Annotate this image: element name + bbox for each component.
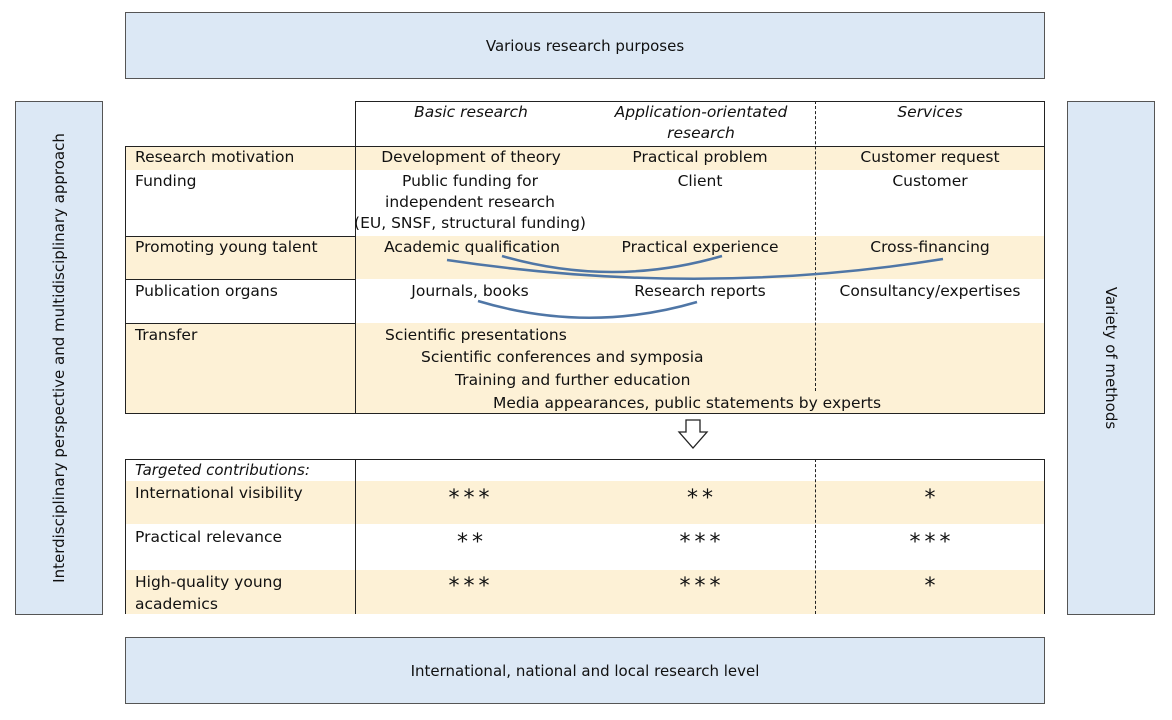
stars-young-basic: *** (448, 574, 494, 599)
cell-talent-app: Practical experience (621, 238, 779, 256)
cell-publication-basic: Journals, books (411, 282, 529, 300)
arc-journals-to-reports (477, 299, 698, 319)
transfer-item-4: Media appearances, public statements by … (493, 394, 882, 412)
cell-motivation-app: Practical problem (632, 148, 768, 166)
stars-young-app: *** (679, 574, 725, 599)
row-divider-1 (125, 236, 356, 237)
upper-table-header-line (125, 146, 1045, 147)
col-header-basic: Basic research (414, 103, 528, 121)
lower-table-left-line (125, 459, 126, 614)
cell-publication-app: Research reports (634, 282, 766, 300)
stars-visibility-basic: *** (448, 486, 494, 511)
arc-academic-to-practical (501, 254, 723, 274)
cell-publication-services: Consultancy/expertises (839, 282, 1021, 300)
row-label-transfer: Transfer (135, 326, 198, 344)
row-label-motivation: Research motivation (135, 148, 295, 166)
cell-funding-basic-line2: independent research (385, 193, 555, 211)
down-arrow-icon (677, 419, 709, 449)
lower-services-divider (815, 459, 816, 614)
cell-funding-basic-line3: (EU, SNSF, structural funding) (354, 214, 586, 232)
stars-relevance-app: *** (679, 530, 725, 555)
transfer-item-1: Scientific presentations (385, 326, 567, 344)
band-transfer (125, 323, 1045, 413)
col-header-app-line2: research (667, 124, 735, 142)
cell-funding-app: Client (677, 172, 723, 190)
transfer-item-3: Training and further education (455, 371, 691, 389)
cell-funding-basic-line1: Public funding for (402, 172, 538, 190)
cell-funding-services: Customer (892, 172, 968, 190)
services-column-divider (815, 101, 816, 391)
right-box: Variety of methods (1067, 101, 1155, 615)
col-header-services: Services (897, 103, 963, 121)
left-box: Interdisciplinary perspective and multid… (15, 101, 103, 615)
cell-motivation-basic: Development of theory (381, 148, 561, 166)
contrib-label-young-line1: High-quality young (135, 573, 283, 591)
lower-table-top-line (125, 459, 1045, 460)
band-motivation (125, 146, 1045, 170)
contrib-label-young-line2: academics (135, 595, 218, 613)
col-header-app-line1: Application-orientated (614, 103, 788, 121)
bottom-box: International, national and local resear… (125, 637, 1045, 704)
upper-table-top-line (355, 101, 1045, 102)
band-contrib-3 (125, 570, 1045, 614)
upper-table-bottom-line (125, 413, 1045, 414)
row-label-talent: Promoting young talent (135, 238, 318, 256)
lower-table-right-line (1044, 459, 1045, 614)
lower-table-label-divider (355, 459, 356, 614)
top-box: Various research purposes (125, 12, 1045, 79)
upper-table-label-divider (355, 101, 356, 414)
stars-visibility-app: ** (687, 486, 717, 511)
cell-talent-basic: Academic qualification (384, 238, 560, 256)
row-divider-2 (125, 279, 356, 280)
arc-academic-to-crossfinancing (446, 257, 944, 280)
bottom-box-label: International, national and local resear… (410, 661, 760, 680)
cell-motivation-services: Customer request (860, 148, 1000, 166)
contrib-label-visibility: International visibility (135, 484, 303, 502)
upper-table-left-line (125, 146, 126, 414)
contributions-heading: Targeted contributions: (135, 461, 310, 479)
row-divider-3 (125, 323, 356, 324)
cell-talent-services: Cross-financing (870, 238, 990, 256)
stars-relevance-basic: ** (457, 530, 487, 555)
upper-table-right-line (1044, 101, 1045, 414)
stars-visibility-services: * (924, 486, 940, 511)
stars-young-services: * (924, 574, 940, 599)
contrib-label-relevance: Practical relevance (135, 528, 283, 546)
row-label-publication: Publication organs (135, 282, 278, 300)
row-label-funding: Funding (135, 172, 197, 190)
band-contrib-1 (125, 481, 1045, 524)
transfer-item-2: Scientific conferences and symposia (421, 348, 704, 366)
stars-relevance-services: *** (909, 530, 955, 555)
top-box-label: Various research purposes (485, 36, 685, 55)
